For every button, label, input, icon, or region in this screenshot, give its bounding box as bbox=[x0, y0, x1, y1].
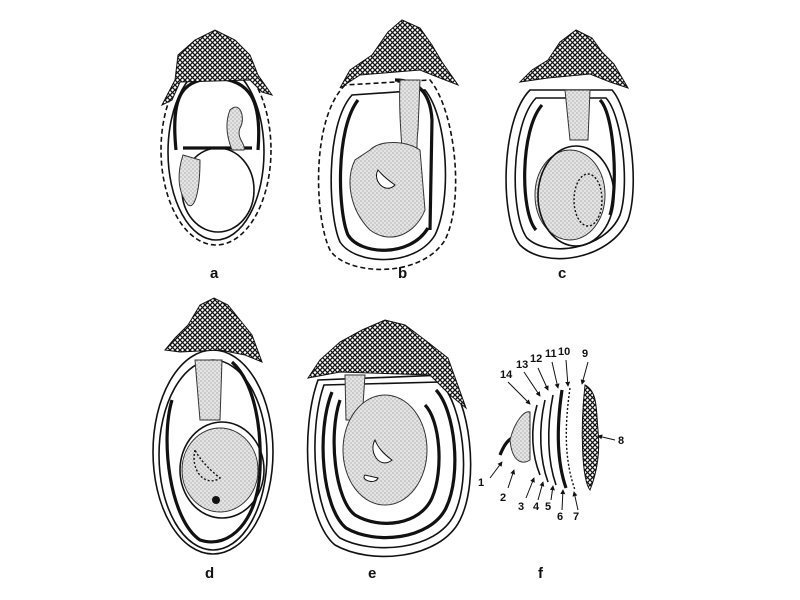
callout-5: 5 bbox=[545, 501, 551, 513]
panel-label-d: d bbox=[205, 565, 214, 582]
callout-6: 6 bbox=[557, 511, 563, 523]
panel-label-f: f bbox=[538, 565, 544, 582]
callout-4: 4 bbox=[533, 501, 540, 513]
panel-label-b: b bbox=[398, 265, 407, 282]
callout-13: 13 bbox=[516, 359, 528, 371]
panel-f: 1 2 3 4 5 6 7 8 9 10 11 12 13 14 f bbox=[478, 346, 624, 582]
callout-10: 10 bbox=[558, 346, 570, 358]
callout-11: 11 bbox=[545, 348, 557, 360]
panel-b: b bbox=[317, 19, 460, 282]
callout-3: 3 bbox=[518, 501, 524, 513]
callout-1: 1 bbox=[478, 477, 484, 489]
panel-label-e: e bbox=[368, 565, 376, 582]
panel-e: e bbox=[306, 319, 472, 582]
panel-c: c bbox=[505, 29, 634, 282]
callout-14: 14 bbox=[500, 369, 513, 381]
callout-2: 2 bbox=[500, 492, 506, 504]
panel-a: a bbox=[160, 29, 274, 282]
callout-8: 8 bbox=[618, 435, 624, 447]
callout-12: 12 bbox=[530, 353, 542, 365]
callout-9: 9 bbox=[582, 348, 588, 360]
panel-d: d bbox=[152, 297, 274, 582]
callout-7: 7 bbox=[573, 511, 579, 523]
panel-label-a: a bbox=[210, 265, 219, 282]
panel-label-c: c bbox=[558, 265, 566, 282]
